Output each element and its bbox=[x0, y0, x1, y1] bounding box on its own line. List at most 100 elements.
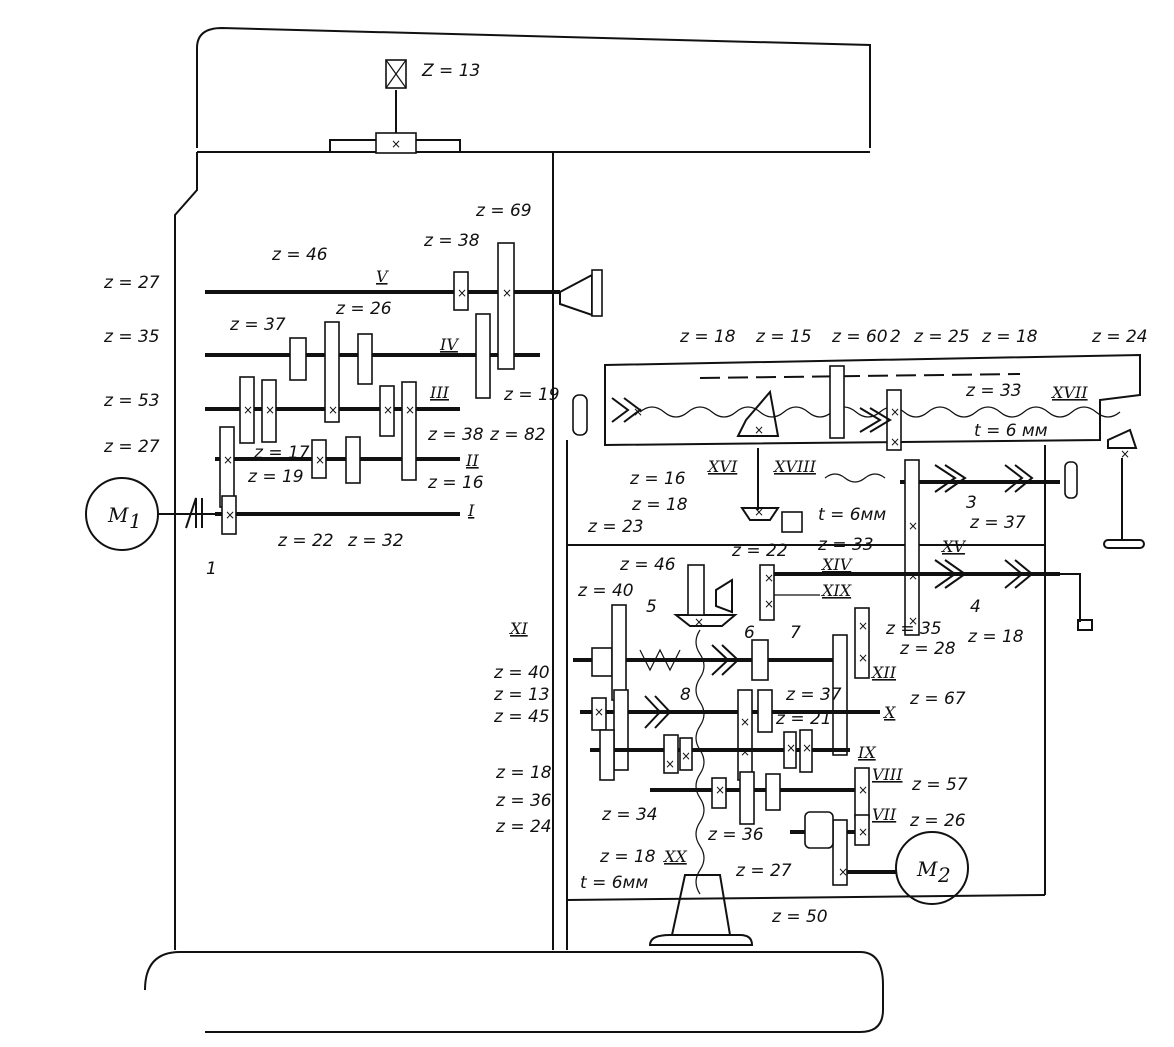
label-l16: z = 19 bbox=[503, 385, 560, 405]
spindle-gearbox bbox=[205, 242, 603, 535]
svg-text:z = 40: z = 40 bbox=[577, 581, 634, 601]
svg-text:I: I bbox=[467, 501, 475, 520]
svg-text:z = 36: z = 36 bbox=[707, 825, 764, 845]
label-l5: z = 37 bbox=[229, 315, 286, 335]
svg-text:1: 1 bbox=[129, 509, 142, 533]
svg-text:M: M bbox=[107, 503, 129, 527]
svg-text:M: M bbox=[916, 857, 938, 881]
label-l12: z = 22 bbox=[277, 531, 334, 551]
svg-text:XIX: XIX bbox=[820, 581, 852, 600]
svg-text:×: × bbox=[754, 423, 764, 437]
motor-m2: M 2 bbox=[840, 831, 969, 905]
svg-text:×: × bbox=[764, 597, 774, 611]
gear-labels: Z = 13 z = 27 z = 35 z = 53 z = 27 z = 3… bbox=[103, 61, 1148, 927]
svg-text:z = 57: z = 57 bbox=[911, 775, 968, 795]
svg-text:z = 18: z = 18 bbox=[981, 327, 1038, 347]
svg-text:1: 1 bbox=[206, 559, 217, 579]
label-l7: z = 26 bbox=[335, 299, 392, 319]
svg-text:z = 13: z = 13 bbox=[493, 685, 550, 705]
svg-text:z = 37: z = 37 bbox=[785, 685, 842, 705]
machine-frame bbox=[144, 26, 1141, 1033]
svg-text:×: × bbox=[740, 715, 750, 729]
svg-text:z = 24: z = 24 bbox=[495, 817, 552, 837]
svg-text:×: × bbox=[391, 137, 401, 151]
svg-text:t = 6мм: t = 6мм bbox=[818, 505, 886, 525]
svg-text:4: 4 bbox=[970, 597, 981, 617]
svg-text:XV: XV bbox=[940, 537, 966, 556]
svg-text:z = 45: z = 45 bbox=[493, 707, 550, 727]
svg-text:z = 18: z = 18 bbox=[631, 495, 688, 515]
motor-m1: M 1 bbox=[85, 477, 228, 551]
svg-text:×: × bbox=[665, 757, 675, 771]
svg-text:z = 40: z = 40 bbox=[493, 663, 550, 683]
label-z13: Z = 13 bbox=[421, 61, 480, 81]
svg-text:×: × bbox=[908, 569, 918, 583]
svg-text:XI: XI bbox=[508, 619, 528, 638]
svg-text:×: × bbox=[225, 508, 235, 522]
svg-text:×: × bbox=[502, 286, 512, 300]
svg-text:z = 67: z = 67 bbox=[909, 689, 966, 709]
svg-text:×: × bbox=[265, 403, 275, 417]
svg-text:III: III bbox=[429, 383, 450, 402]
gear-markers: × × × × × × × × × × × × × × × × × × × × … bbox=[223, 137, 1130, 879]
svg-text:V: V bbox=[376, 267, 389, 286]
svg-text:z = 18: z = 18 bbox=[599, 847, 656, 867]
svg-text:×: × bbox=[858, 825, 868, 839]
label-l1: z = 27 bbox=[103, 273, 160, 293]
svg-text:XVI: XVI bbox=[706, 457, 738, 476]
svg-text:×: × bbox=[786, 741, 796, 755]
svg-text:z = 34: z = 34 bbox=[601, 805, 658, 825]
svg-text:z = 50: z = 50 bbox=[771, 907, 828, 927]
label-l11: z = 19 bbox=[247, 467, 304, 487]
svg-text:×: × bbox=[315, 453, 325, 467]
svg-text:×: × bbox=[694, 615, 704, 629]
svg-text:×: × bbox=[838, 865, 848, 879]
svg-text:z = 18: z = 18 bbox=[679, 327, 736, 347]
svg-text:×: × bbox=[908, 519, 918, 533]
svg-text:z = 15: z = 15 bbox=[755, 327, 812, 347]
svg-text:XVIII: XVIII bbox=[772, 457, 817, 476]
svg-text:×: × bbox=[457, 286, 467, 300]
svg-text:×: × bbox=[633, 405, 643, 419]
svg-text:VII: VII bbox=[872, 805, 897, 824]
svg-text:×: × bbox=[802, 741, 812, 755]
svg-text:×: × bbox=[754, 505, 764, 519]
svg-text:z = 27: z = 27 bbox=[735, 861, 792, 881]
svg-text:IV: IV bbox=[439, 335, 459, 354]
svg-text:z = 60: z = 60 bbox=[831, 327, 888, 347]
position-numbers: 1 2 3 4 5 6 7 8 bbox=[206, 327, 981, 705]
svg-text:×: × bbox=[328, 403, 338, 417]
label-l17: z = 82 bbox=[489, 425, 546, 445]
svg-text:z = 23: z = 23 bbox=[587, 517, 644, 537]
svg-text:IX: IX bbox=[857, 743, 876, 762]
svg-text:×: × bbox=[405, 403, 415, 417]
svg-text:z = 16: z = 16 bbox=[629, 469, 686, 489]
label-l6: z = 46 bbox=[271, 245, 328, 265]
label-l4: z = 27 bbox=[103, 437, 160, 457]
svg-text:×: × bbox=[764, 571, 774, 585]
svg-text:3: 3 bbox=[966, 493, 977, 513]
svg-text:z = 46: z = 46 bbox=[619, 555, 676, 575]
svg-text:XX: XX bbox=[662, 847, 687, 866]
svg-text:×: × bbox=[223, 453, 233, 467]
label-l15: z = 16 bbox=[427, 473, 484, 493]
shaft-labels: I II III IV V VII VIII IX X XI XII XIV X… bbox=[376, 267, 1088, 866]
svg-text:z = 24: z = 24 bbox=[1091, 327, 1148, 347]
svg-text:z = 37: z = 37 bbox=[969, 513, 1026, 533]
svg-text:z = 26: z = 26 bbox=[909, 811, 966, 831]
svg-text:z = 25: z = 25 bbox=[913, 327, 970, 347]
svg-text:z = 18: z = 18 bbox=[495, 763, 552, 783]
svg-text:×: × bbox=[1120, 447, 1130, 461]
svg-text:×: × bbox=[858, 651, 868, 665]
svg-text:8: 8 bbox=[680, 685, 691, 705]
feed-gearbox bbox=[572, 365, 1145, 895]
svg-text:II: II bbox=[465, 451, 479, 470]
svg-text:z = 22: z = 22 bbox=[731, 541, 788, 561]
svg-text:z = 28: z = 28 bbox=[899, 639, 956, 659]
svg-text:t = 6мм: t = 6мм bbox=[580, 873, 648, 893]
svg-text:×: × bbox=[890, 405, 900, 419]
svg-text:×: × bbox=[681, 749, 691, 763]
svg-text:XIV: XIV bbox=[820, 555, 853, 574]
svg-text:×: × bbox=[858, 783, 868, 797]
